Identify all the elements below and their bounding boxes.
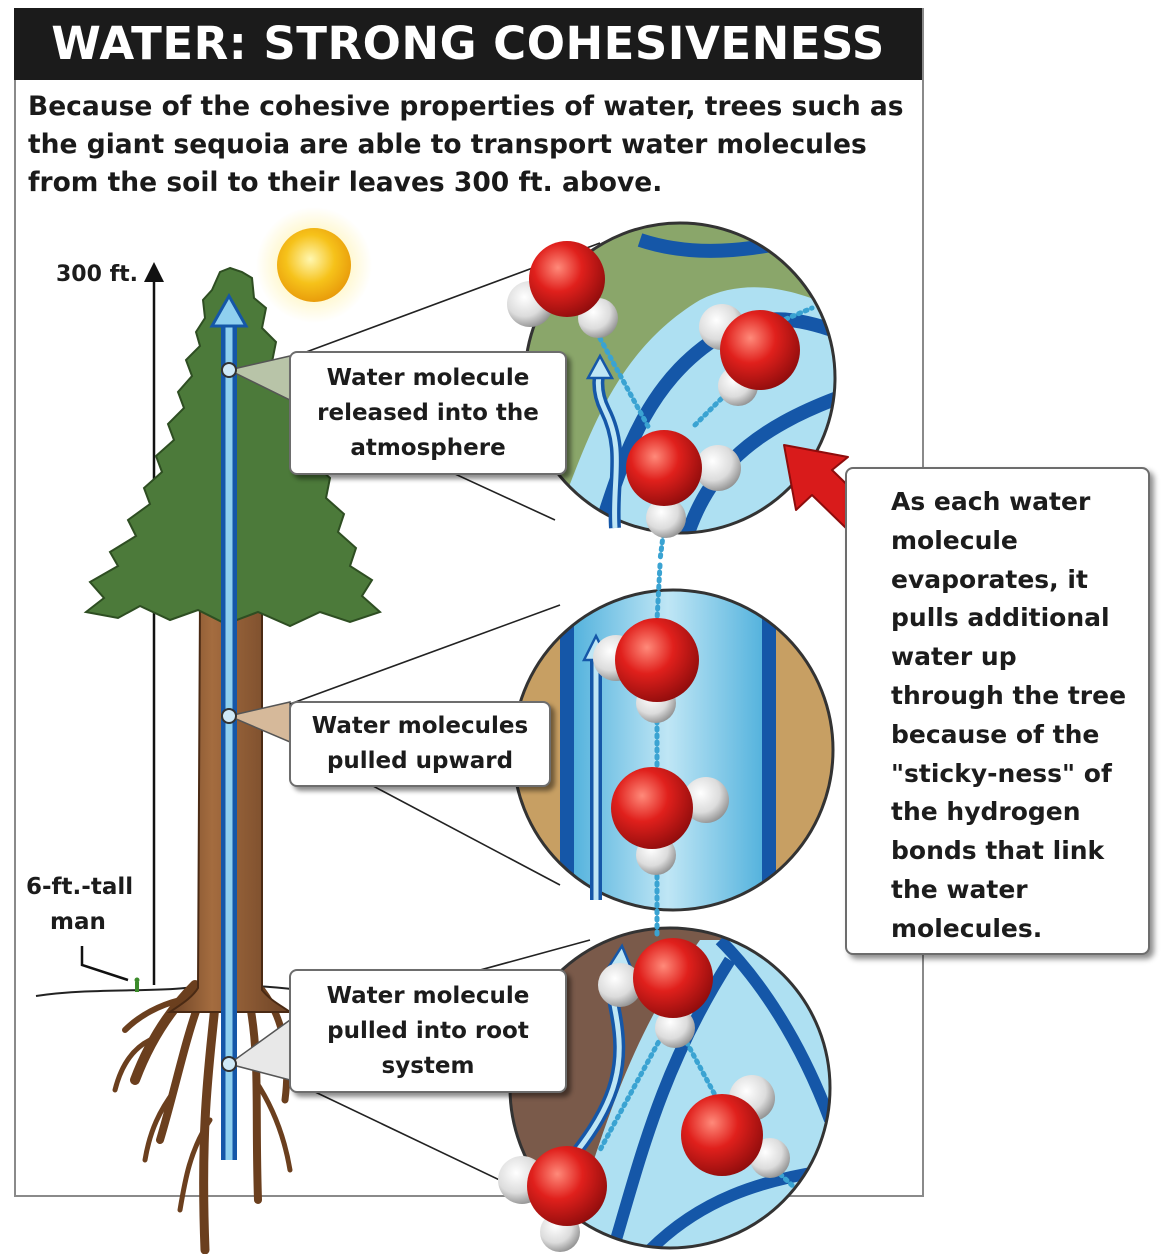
man-label-line1: 6-ft.-tall	[26, 874, 133, 900]
height-label: 300 ft.	[56, 262, 138, 287]
sun-icon	[256, 207, 372, 323]
note-line: through the tree	[891, 677, 1148, 716]
note-line: As each water	[891, 483, 1148, 522]
note-line: the hydrogen	[891, 793, 1148, 832]
callout-line: released into the	[317, 396, 539, 431]
sample-point-bot	[222, 1057, 236, 1071]
man-figure	[135, 978, 140, 993]
note-line: molecule	[891, 522, 1148, 561]
callout-line: Water molecule	[327, 979, 530, 1014]
note-line: pulls additional	[891, 599, 1148, 638]
sample-point-mid	[222, 709, 236, 723]
note-line: evaporates, it	[891, 561, 1148, 600]
callout-pulled-root: Water molecule pulled into root system	[289, 969, 567, 1093]
note-line: because of the	[891, 716, 1148, 755]
callout-line: Water molecules	[312, 709, 528, 744]
man-pointer	[82, 946, 128, 980]
note-line: "sticky-ness" of	[891, 755, 1148, 794]
tree-roots	[115, 985, 290, 1250]
man-label-line2: man	[50, 909, 106, 935]
callout-pulled-upward: Water molecules pulled upward	[289, 701, 551, 787]
callout-line: Water molecule	[317, 361, 539, 396]
callout-line: atmosphere	[317, 431, 539, 466]
sample-point-top	[222, 363, 236, 377]
note-line: bonds that link	[891, 832, 1148, 871]
callout-line: pulled into root	[327, 1014, 530, 1049]
evaporation-explanation: As each water molecule evaporates, it pu…	[845, 467, 1150, 955]
note-line: water up	[891, 638, 1148, 677]
water-molecule	[498, 1146, 607, 1252]
callout-released-atmosphere: Water molecule released into the atmosph…	[289, 351, 567, 475]
note-line: the water	[891, 871, 1148, 910]
leader-bot-wedge	[229, 1020, 290, 1080]
callout-line: system	[327, 1049, 530, 1084]
callout-line: pulled upward	[312, 744, 528, 779]
note-line: molecules.	[891, 910, 1148, 949]
